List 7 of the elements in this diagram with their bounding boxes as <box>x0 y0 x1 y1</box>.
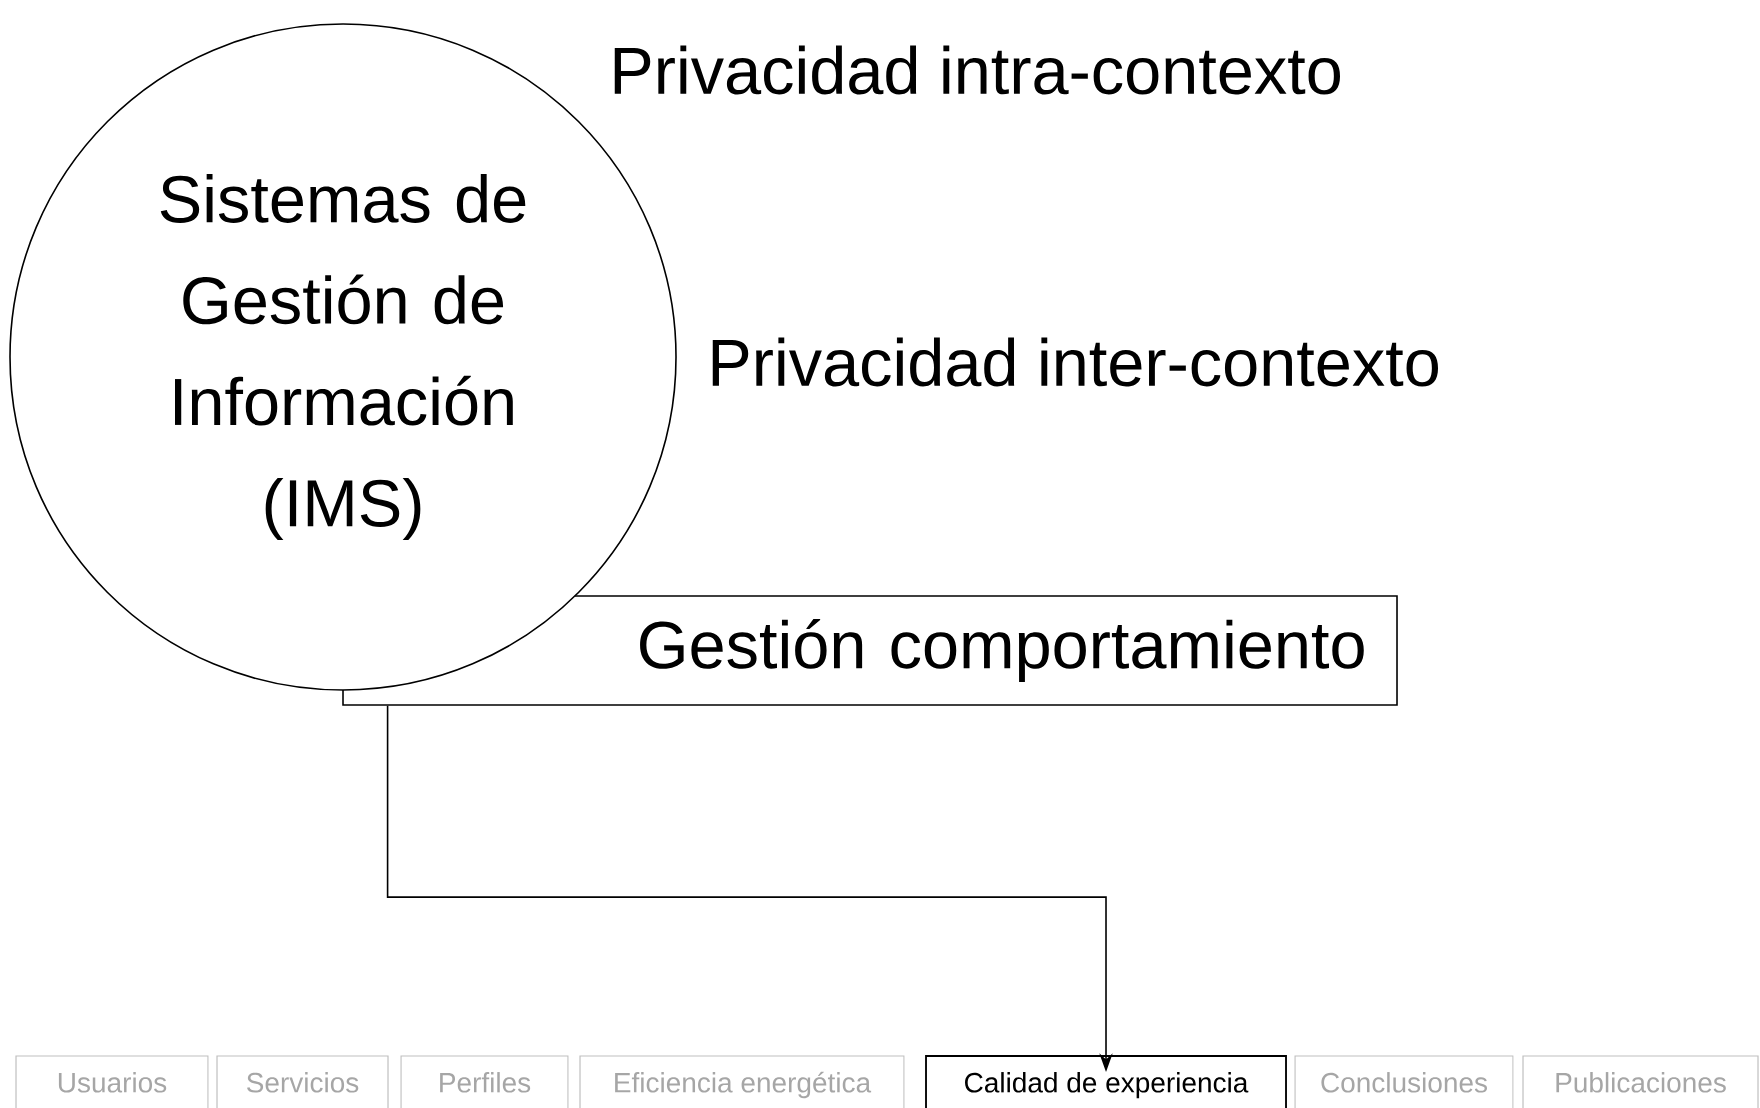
tab: Perfiles <box>400 1055 569 1108</box>
tab: Calidad de experiencia <box>925 1055 1287 1108</box>
tab: Eficiencia energética <box>579 1055 905 1108</box>
tab: Publicaciones <box>1522 1055 1759 1108</box>
tab: Conclusiones <box>1294 1055 1514 1108</box>
tab: Usuarios <box>15 1055 209 1108</box>
tab: Servicios <box>216 1055 389 1108</box>
